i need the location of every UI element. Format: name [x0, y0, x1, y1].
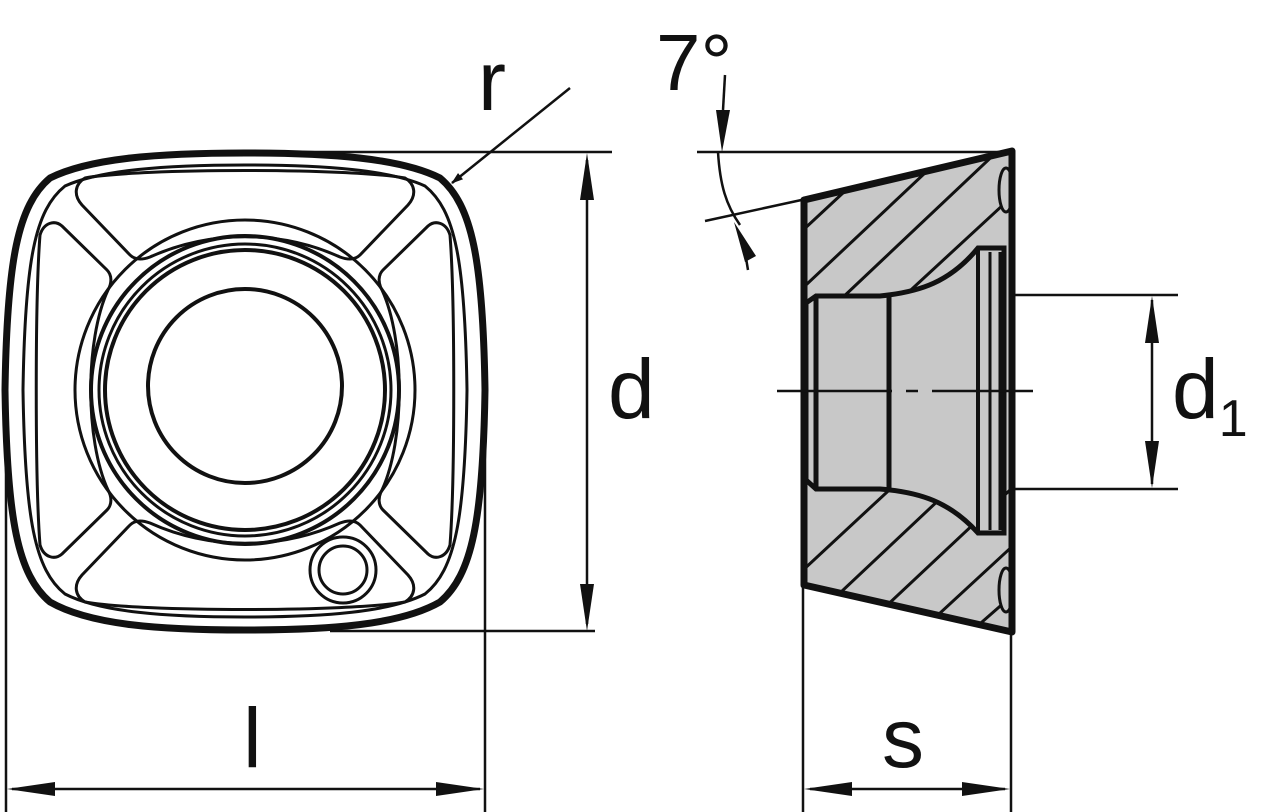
countersink-ring-outer — [89, 234, 401, 546]
center-hole — [146, 287, 344, 485]
id-mark-inner — [317, 544, 369, 596]
countersink-ring-inner — [97, 242, 393, 538]
label-l: l — [243, 691, 262, 785]
outer-ring — [73, 218, 417, 562]
countersink-ring-edge — [103, 248, 387, 532]
insert-land-line — [21, 163, 469, 619]
angle-arc — [716, 151, 742, 226]
pad-bottom — [74, 519, 416, 611]
pad-top — [74, 169, 416, 261]
label-angle: 7° — [656, 18, 732, 107]
side-section-view: 7° d1 s — [656, 18, 1248, 812]
angle-ext-line — [704, 197, 807, 223]
label-d1: d1 — [1172, 342, 1248, 448]
label-s: s — [882, 691, 924, 785]
insert-outline — [1, 149, 489, 634]
label-r: r — [478, 34, 506, 128]
label-d: d — [608, 342, 655, 436]
id-mark-outer — [308, 535, 378, 605]
top-view: r d l — [1, 34, 655, 812]
r-leader — [451, 87, 571, 184]
